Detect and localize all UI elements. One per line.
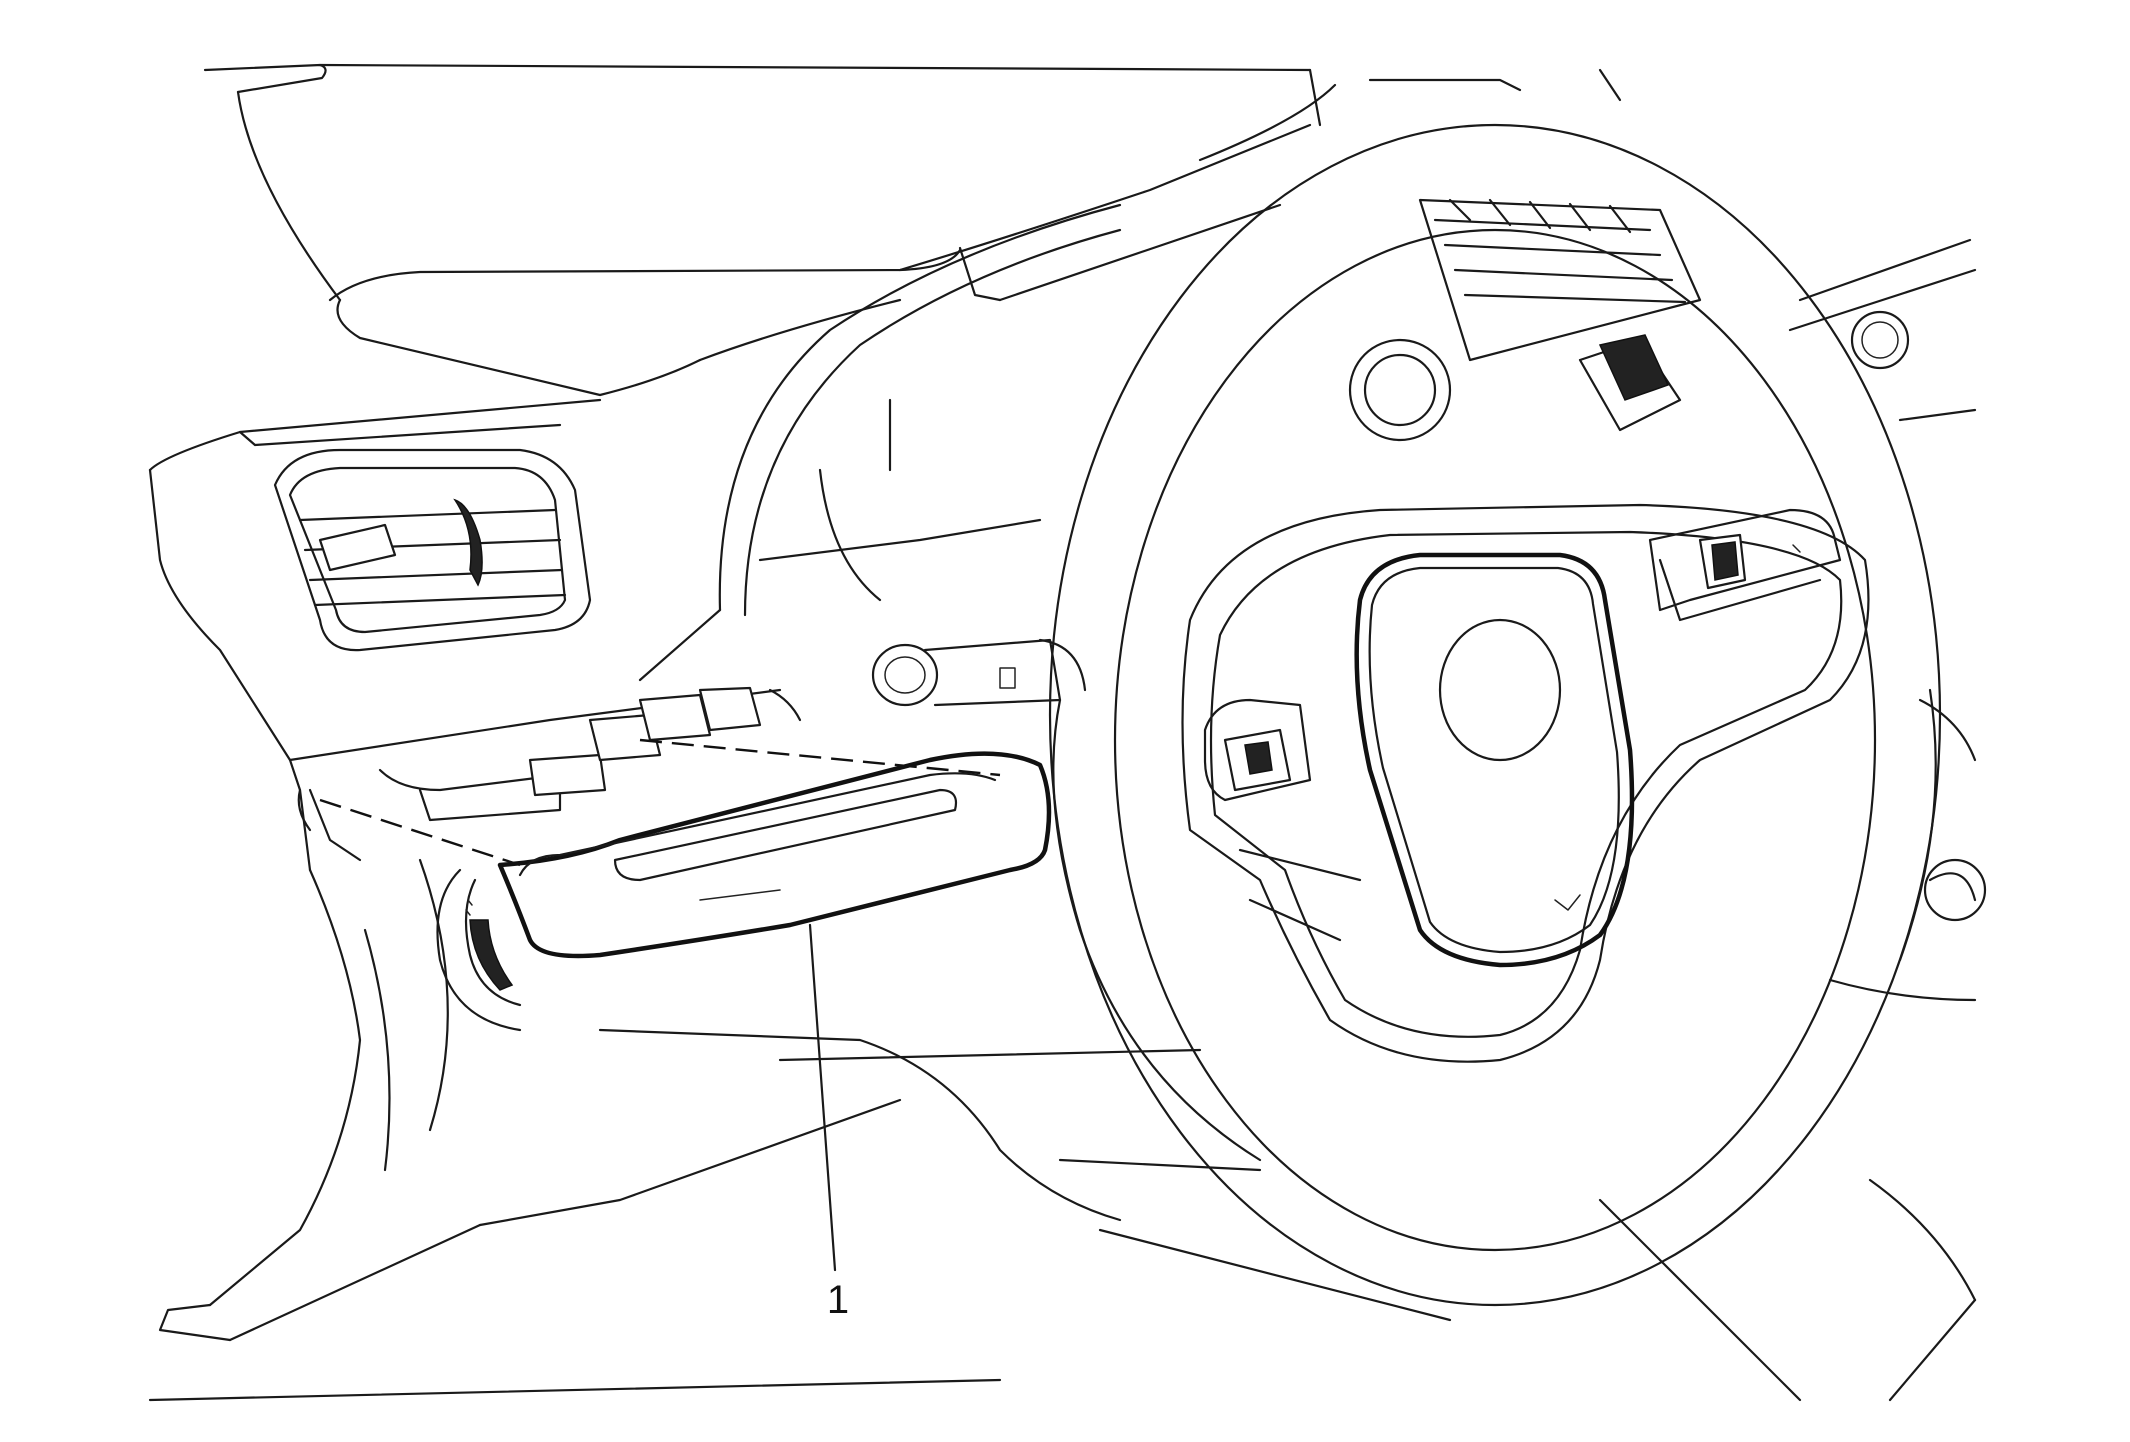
right-console — [1788, 238, 1987, 1402]
callout-1-label: 1 — [826, 1278, 850, 1322]
left-side-panel — [148, 398, 1202, 1402]
instrument-cluster-hood — [638, 203, 1122, 682]
steering-wheel-hub — [1181, 503, 1870, 1063]
knee-bolster-trim-panel — [497, 751, 1052, 959]
right-spoke-controls — [1648, 508, 1842, 622]
turn-signal-stalk — [871, 638, 1087, 707]
left-air-vent — [273, 448, 592, 652]
fuse-block-area — [288, 686, 802, 862]
center-air-vent — [1348, 198, 1702, 442]
callout-1-leader-line — [808, 923, 837, 1272]
alignment-dashed-lines — [319, 738, 1001, 867]
left-spoke-controls — [1203, 698, 1312, 802]
steering-wheel — [1048, 123, 1942, 1307]
upper-dash-pad — [203, 63, 1622, 397]
lower-knee-panel — [436, 868, 1802, 1402]
